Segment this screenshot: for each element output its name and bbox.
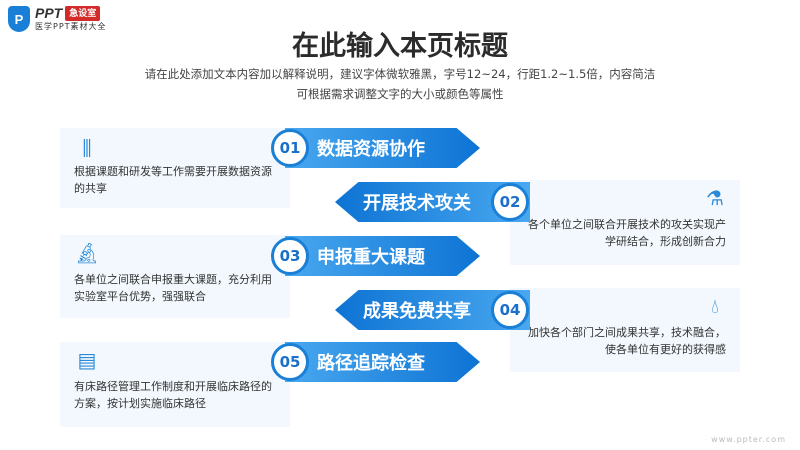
card-desc: 根据课题和研发等工作需要开展数据资源的共享 bbox=[74, 165, 272, 195]
card-04: 💧︎ 加快各个部门之间成果共享，技术融合，使各单位有更好的获得感 bbox=[510, 288, 740, 372]
microscope-icon: 🔬︎ bbox=[74, 241, 100, 265]
shield-logo-icon: P bbox=[8, 6, 30, 32]
card-01: ⫼ 根据课题和研发等工作需要开展数据资源的共享 bbox=[60, 128, 290, 208]
step-number-02: 02 bbox=[491, 183, 529, 221]
banner-label: 成果免费共享 bbox=[363, 301, 471, 322]
card-02: ⚗ 各个单位之间联合开展技术的攻关实现产学研结合，形成创新合力 bbox=[510, 180, 740, 265]
card-desc: 加快各个部门之间成果共享，技术融合，使各单位有更好的获得感 bbox=[528, 326, 726, 356]
banner-label: 申报重大课题 bbox=[317, 247, 425, 268]
card-desc: 各个单位之间联合开展技术的攻关实现产学研结合，形成创新合力 bbox=[528, 218, 726, 248]
card-desc: 各单位之间联合申报重大课题，充分利用实验室平台优势，强强联合 bbox=[74, 273, 272, 303]
card-desc: 有床路径管理工作制度和开展临床路径的方案，按计划实施临床路径 bbox=[74, 380, 272, 410]
step-number-03: 03 bbox=[271, 237, 309, 275]
banner-03: 申报重大课题 bbox=[285, 236, 480, 276]
banner-label: 开展技术攻关 bbox=[363, 193, 471, 214]
logo-slogan: 医学PPT素材大全 bbox=[35, 22, 107, 31]
card-03: 🔬︎ 各单位之间联合申报重大课题，充分利用实验室平台优势，强强联合 bbox=[60, 235, 290, 318]
banner-label: 路径追踪检查 bbox=[317, 353, 425, 374]
subtitle-line-1: 请在此处添加文本内容加以解释说明，建议字体微软雅黑，字号12~24，行距1.2~… bbox=[144, 67, 656, 81]
card-05: ▤ 有床路径管理工作制度和开展临床路径的方案，按计划实施临床路径 bbox=[60, 342, 290, 427]
iv-drip-icon: 💧︎ bbox=[711, 294, 719, 318]
banner-05: 路径追踪检查 bbox=[285, 342, 480, 382]
page-title: 在此输入本页标题 bbox=[292, 31, 508, 62]
banner-label: 数据资源协作 bbox=[317, 139, 425, 160]
subtitle-line-2: 可根据需求调整文字的大小或颜色等属性 bbox=[296, 87, 504, 101]
step-number-04: 04 bbox=[491, 291, 529, 329]
watermark: www.ppter.com bbox=[711, 435, 786, 444]
logo-tag: 急设室 bbox=[65, 6, 101, 21]
test-tubes-icon: ⫼ bbox=[82, 136, 92, 160]
banner-01: 数据资源协作 bbox=[285, 128, 480, 168]
step-number-01: 01 bbox=[271, 129, 309, 167]
step-number-05: 05 bbox=[271, 343, 309, 381]
medical-record-icon: ▤ bbox=[77, 348, 97, 372]
logo-brand: PPT bbox=[35, 5, 63, 21]
lab-flask-icon: ⚗ bbox=[706, 186, 724, 210]
